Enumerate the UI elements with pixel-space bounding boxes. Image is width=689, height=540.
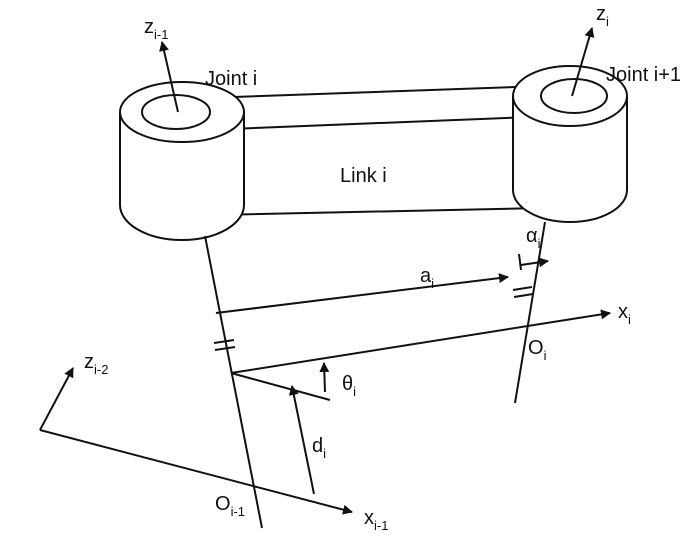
z-im2-label: zi-2 [84, 351, 108, 377]
z-im1-arrow [159, 41, 179, 113]
x-im1-arrow [39, 429, 353, 515]
o-im1-label: Oi-1 [215, 493, 245, 519]
alpha-i-label: αi [526, 225, 541, 251]
link-i-label: Link i [340, 165, 387, 187]
d-i-label: di [312, 435, 326, 461]
theta-i-label: θi [342, 373, 356, 399]
joint-i-axis-line [204, 235, 263, 529]
z-im2-arrow [39, 367, 74, 431]
joint-i1-label: Joint i+1 [606, 64, 681, 86]
x-im1-label: xi-1 [364, 507, 388, 533]
theta-arrow [319, 362, 330, 393]
o-i-label: Oi [528, 337, 547, 363]
link-body [204, 84, 544, 216]
a-i-arrow [215, 273, 509, 314]
x-i-label: xi [618, 301, 631, 327]
parallel-mark-left [213, 339, 236, 351]
alpha-tick [518, 253, 522, 271]
joint-i-label: Joint i [205, 68, 257, 90]
joint-i1-axis-line [514, 221, 546, 404]
d-i-arrow [288, 385, 315, 495]
theta-ref-line [230, 372, 331, 401]
joint-i1-cylinder [512, 65, 628, 223]
z-im1-label: zi-1 [144, 16, 168, 42]
parallel-mark-right [512, 286, 534, 298]
joint-i-cylinder [119, 81, 245, 241]
x-i-arrow [230, 309, 611, 374]
z-i-arrow [571, 27, 595, 97]
z-i-label: zi [596, 3, 609, 29]
a-i-label: ai [420, 265, 434, 291]
alpha-arrow [520, 257, 549, 268]
